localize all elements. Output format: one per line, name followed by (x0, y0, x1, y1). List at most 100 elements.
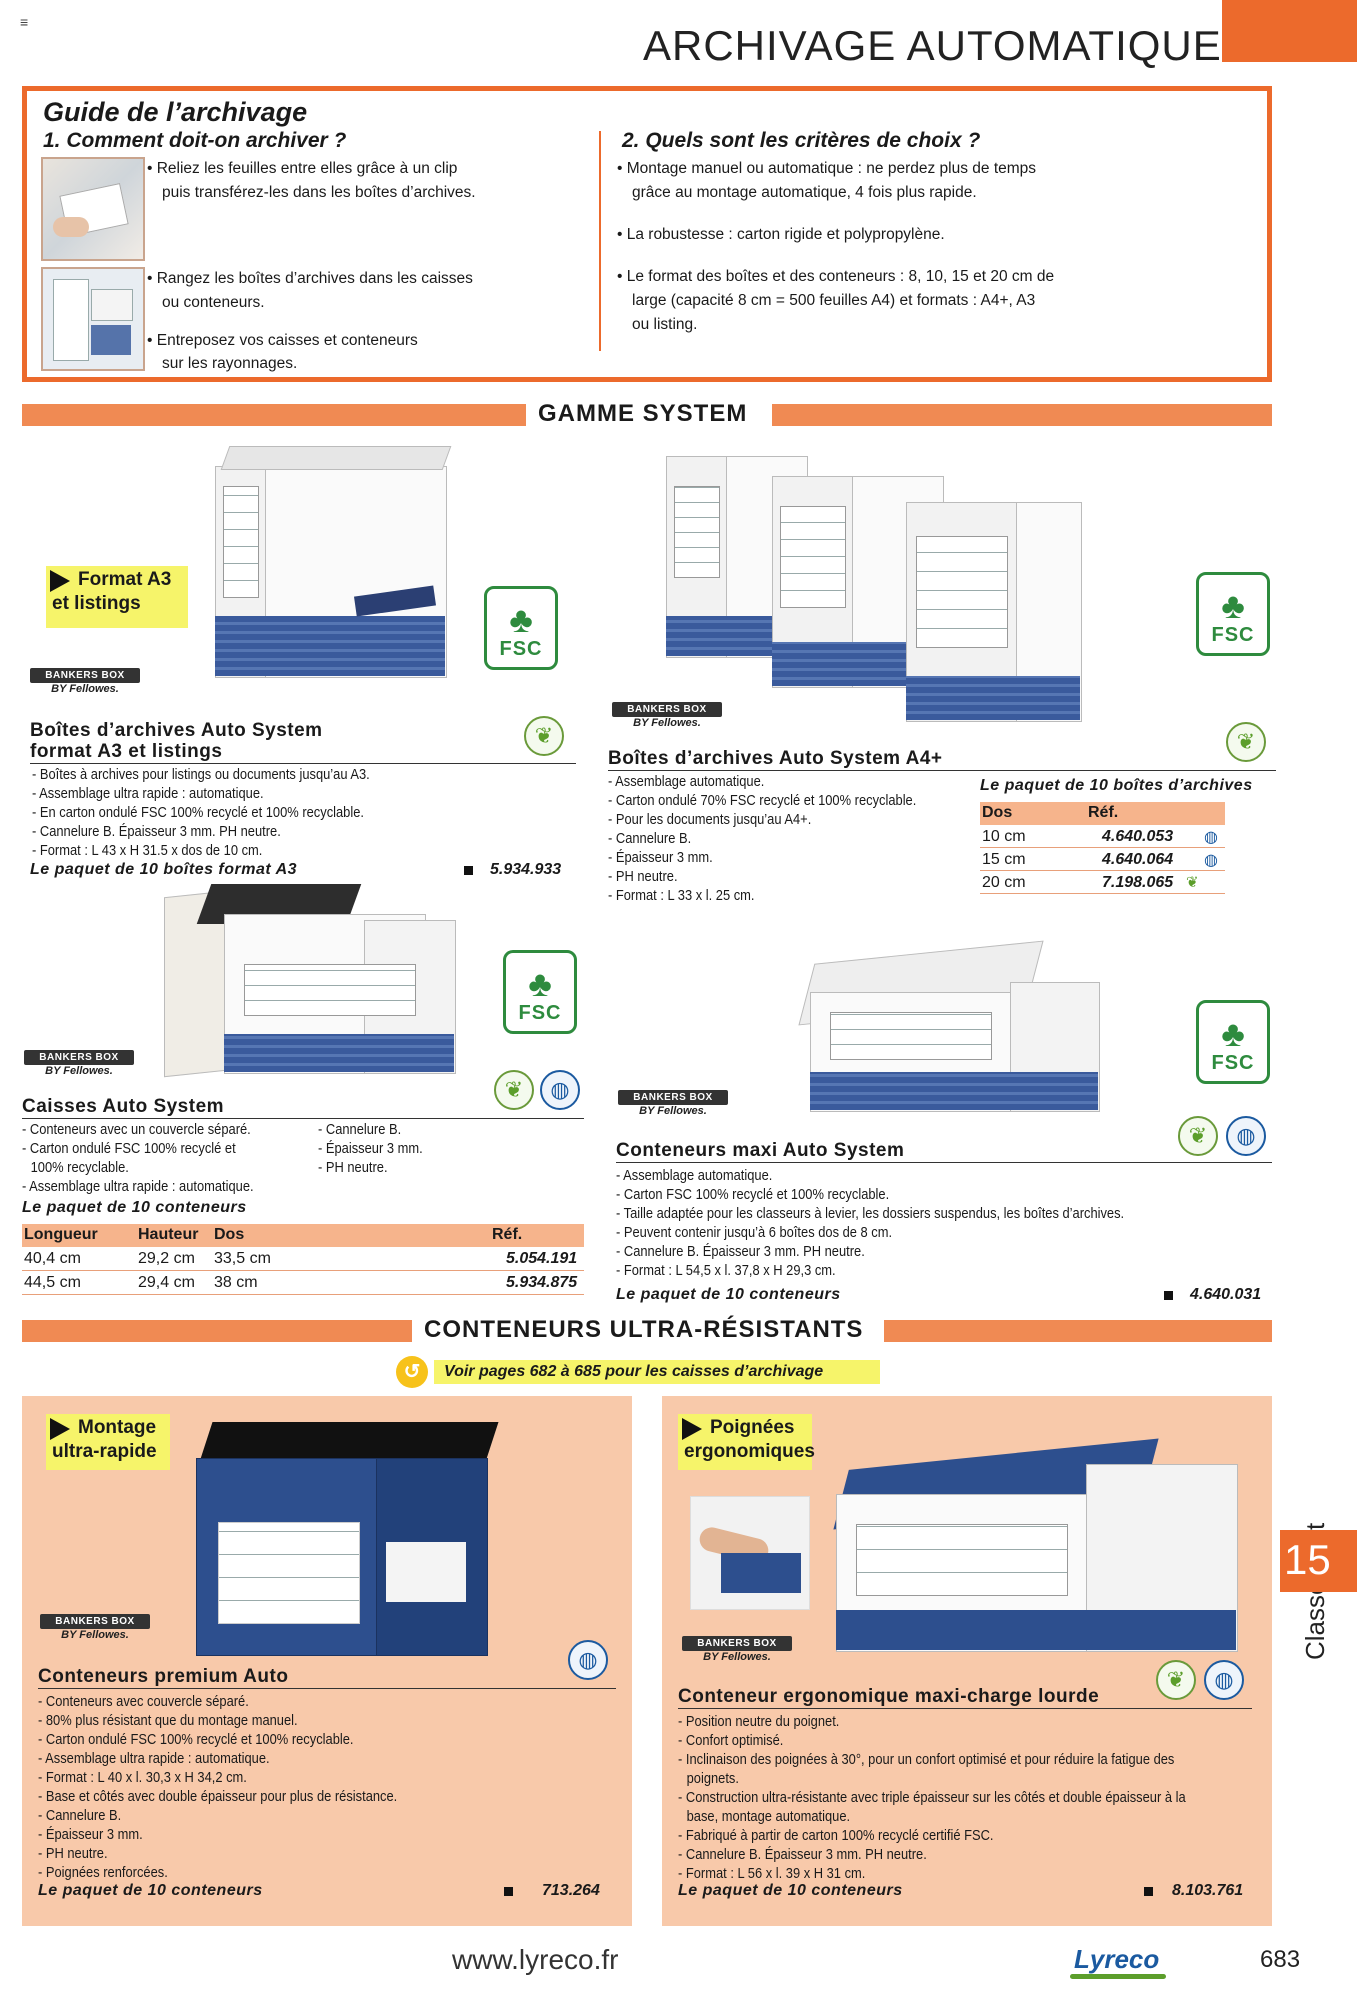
ultra-bar-right (884, 1320, 1272, 1342)
menu-icon[interactable]: ≡ (20, 14, 29, 30)
tag-montage: Montage ultra-rapide (46, 1414, 170, 1470)
guide-q1: 1. Comment doit-on archiver ? (43, 129, 347, 152)
lyreco-logo: Lyreco (1064, 1940, 1174, 1984)
fsc-label: FSC (1211, 624, 1255, 646)
product-caisses-line: - Carton ondulé FSC 100% recyclé et (22, 1140, 236, 1157)
guide-q1-line-1: • Reliez les feuilles entre elles grâce … (147, 160, 458, 177)
handle-photo (690, 1496, 810, 1610)
product-caisses-line: 100% recyclable. (30, 1159, 129, 1176)
leaf-icon: ❦ (1186, 874, 1199, 891)
cell-hauteur: 29,2 cm (138, 1250, 195, 1267)
bankers-box-premium-logo: BANKERS BOX BY Fellowes. (40, 1614, 150, 1648)
product-a3-line: - Format : L 43 x H 31.5 x dos de 10 cm. (32, 842, 263, 859)
product-a4-pack: Le paquet de 10 boîtes d’archives (980, 777, 1253, 794)
cell-dos: 38 cm (214, 1274, 258, 1291)
product-a3-title-2: format A3 et listings (30, 741, 576, 764)
bankers-box-brand: BANKERS BOX (30, 668, 140, 683)
cell-dos: 15 cm (982, 851, 1026, 868)
product-a4-table: Dos Réf. 10 cm 4.640.053 ◍ 15 cm 4.640.0… (980, 802, 1225, 894)
ergo-image (833, 1414, 1256, 1654)
product-ergo-pack: Le paquet de 10 conteneurs (678, 1882, 903, 1899)
fsc-logo-maxi: ♣ FSC (1196, 1000, 1270, 1084)
product-a4-line: - Assemblage automatique. (608, 773, 765, 790)
product-ergo-line: poignets. (686, 1770, 739, 1787)
product-caisses-table: Longueur Hauteur Dos Réf. 40,4 cm 29,2 c… (22, 1224, 584, 1295)
product-premium-description: - Conteneurs avec couvercle séparé. - 80… (38, 1692, 456, 1882)
product-maxi-title: Conteneurs maxi Auto System (616, 1140, 1272, 1163)
fsc-tree-icon: ♣ (1221, 585, 1245, 626)
voir-arrow-icon: ↺ (396, 1356, 428, 1388)
table-row: 15 cm 4.640.064 ◍ (980, 848, 1225, 871)
guide-q2-line-5: large (capacité 8 cm = 500 feuilles A4) … (632, 292, 1036, 309)
cell-longueur: 44,5 cm (24, 1274, 81, 1291)
product-maxi-line: - Taille adaptée pour les classeurs à le… (616, 1205, 1125, 1222)
fsc-label: FSC (1211, 1052, 1255, 1074)
bankers-box-logo-caisses: BANKERS BOX BY Fellowes. (24, 1050, 134, 1084)
product-ergo-title: Conteneur ergonomique maxi-charge lourde (678, 1686, 1252, 1709)
gamme-title: GAMME SYSTEM (526, 400, 760, 428)
product-premium-line: - Poignées renforcées. (38, 1864, 168, 1881)
fsc-logo-a4: ♣ FSC (1196, 572, 1270, 656)
fsc-logo-caisses: ♣ FSC (503, 950, 577, 1034)
product-caisses-col2: - Cannelure B. - Épaisseur 3 mm. - PH ne… (318, 1120, 440, 1177)
tag-poignees: Poignées ergonomiques (678, 1414, 815, 1470)
guide-q2-line-3: • La robustesse : carton rigide et polyp… (617, 226, 945, 243)
product-caisses-line: - Conteneurs avec un couvercle séparé. (22, 1121, 251, 1138)
cell-ref: 7.198.065 (1102, 874, 1174, 891)
product-premium-line: - Base et côtés avec double épaisseur po… (38, 1788, 398, 1805)
table-row: 40,4 cm 29,2 cm 33,5 cm 5.054.191 (22, 1247, 584, 1271)
product-maxi-ref: 4.640.031 (1190, 1286, 1262, 1303)
bankers-box-brand: BANKERS BOX (612, 702, 722, 717)
product-premium-pack: Le paquet de 10 conteneurs (38, 1882, 263, 1899)
header-orange-tab (1222, 0, 1357, 62)
bankers-box-premium-logo-ergo: BANKERS BOX BY Fellowes. (682, 1636, 792, 1670)
globe-icon-ergo: ◍ (1204, 1660, 1244, 1700)
voir-pages-banner[interactable]: ↺ Voir pages 682 à 685 pour les caisses … (396, 1356, 882, 1388)
fellowes-byline: BY Fellowes. (51, 683, 119, 695)
cell-hauteur: 29,4 cm (138, 1274, 195, 1291)
guide-photo-clip (41, 157, 145, 261)
globe-icon-premium: ◍ (568, 1640, 608, 1680)
product-ergo-line: - Confort optimisé. (678, 1732, 784, 1749)
cell-dos: 33,5 cm (214, 1250, 271, 1267)
guide-box: Guide de l’archivage 1. Comment doit-on … (22, 86, 1272, 382)
product-a4-table-header: Dos Réf. (980, 802, 1225, 825)
bankers-box-logo-maxi: BANKERS BOX BY Fellowes. (618, 1090, 728, 1124)
guide-q1-line-5: • Entreposez vos caisses et conteneurs (147, 332, 418, 349)
bankers-box-brand: BANKERS BOX (618, 1090, 728, 1105)
product-ergo-line: - Cannelure B. Épaisseur 3 mm. PH neutre… (678, 1846, 927, 1863)
cell-dos: 10 cm (982, 828, 1026, 845)
bankers-box-brand: BANKERS BOX (24, 1050, 134, 1065)
product-a3-pack: Le paquet de 10 boîtes format A3 (30, 861, 298, 878)
product-ergo-line: - Format : L 56 x l. 39 x H 31 cm. (678, 1865, 866, 1882)
bankers-box-brand: BANKERS BOX (682, 1636, 792, 1651)
guide-divider (599, 131, 601, 351)
product-a4-line: - Épaisseur 3 mm. (608, 849, 713, 866)
bankers-box-brand: BANKERS BOX (40, 1614, 150, 1629)
col-longueur: Longueur (24, 1226, 98, 1243)
col-ref: Réf. (492, 1226, 523, 1243)
fellowes-byline: BY Fellowes. (703, 1651, 771, 1663)
eco-leaf-icon-ergo: ❦ (1156, 1660, 1196, 1700)
product-caisses-col1: - Conteneurs avec un couvercle séparé. -… (22, 1120, 291, 1196)
gamme-bar-left (22, 404, 527, 426)
product-premium-line: - Conteneurs avec couvercle séparé. (38, 1693, 249, 1710)
product-ergo-ref: 8.103.761 (1172, 1882, 1244, 1899)
tag-montage-line1: Montage (78, 1417, 157, 1438)
product-a4-line: - PH neutre. (608, 868, 678, 885)
guide-q2-line-4: • Le format des boîtes et des conteneurs… (617, 268, 1055, 285)
premium-image (196, 1422, 499, 1658)
cell-ref: 5.934.875 (506, 1274, 578, 1291)
cell-dos: 20 cm (982, 874, 1026, 891)
guide-photo-shelves (41, 267, 145, 371)
product-premium-title: Conteneurs premium Auto (38, 1666, 616, 1689)
footer-url[interactable]: www.lyreco.fr (452, 1944, 619, 1975)
chapter-number-tab[interactable]: 15 (1280, 1530, 1357, 1592)
fsc-tree-icon: ♣ (1221, 1013, 1245, 1054)
globe-icon-maxi: ◍ (1226, 1116, 1266, 1156)
product-ergo-line: - Position neutre du poignet. (678, 1713, 840, 1730)
guide-q2-line-1: • Montage manuel ou automatique : ne per… (617, 160, 1037, 177)
product-ergo-line: - Fabriqué à partir de carton 100% recyc… (678, 1827, 994, 1844)
product-a4-line: - Format : L 33 x l. 25 cm. (608, 887, 755, 904)
col-hauteur: Hauteur (138, 1226, 199, 1243)
